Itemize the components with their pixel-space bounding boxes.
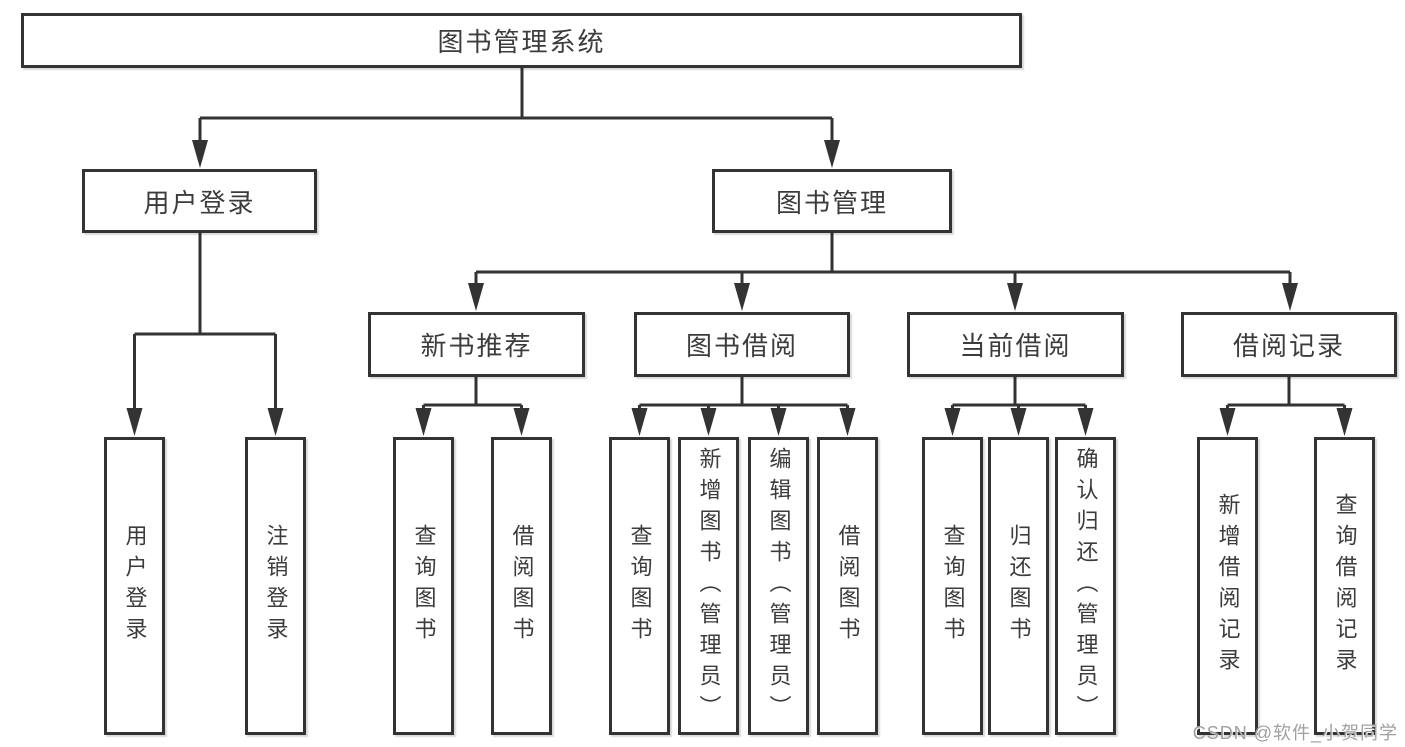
leaf-query-books-current: 查询图书 <box>922 437 983 735</box>
node-new-book-recommendation: 新书推荐 <box>368 312 585 377</box>
leaf-query-books-recommend: 查询图书 <box>393 437 454 735</box>
arrowhead-down-icon <box>944 408 961 436</box>
leaf-edit-books-admin: 编辑图书（管理员） <box>748 437 809 735</box>
leaf-user-login: 用户登录 <box>104 437 165 735</box>
node-library-management-system: 图书管理系统 <box>21 13 1022 68</box>
leaf-confirm-return-admin: 确认归还（管理员） <box>1055 437 1116 735</box>
leaf-logout: 注销登录 <box>245 437 306 735</box>
arrowhead-down-icon <box>192 140 208 168</box>
node-user-login: 用户登录 <box>82 169 317 233</box>
arrowhead-down-icon <box>1219 408 1236 436</box>
leaf-add-books-admin: 新增图书（管理员） <box>678 437 739 735</box>
arrowhead-down-icon <box>267 408 284 436</box>
arrowhead-down-icon <box>700 408 717 436</box>
arrowhead-down-icon <box>1010 408 1027 436</box>
arrowhead-down-icon <box>1282 283 1298 311</box>
node-book-management: 图书管理 <box>712 169 952 233</box>
watermark: CSDN @软件_小贺同学 <box>1192 723 1398 743</box>
leaf-borrow-books-recommend: 借阅图书 <box>491 437 552 735</box>
arrowhead-down-icon <box>468 283 484 311</box>
node-book-borrowing: 图书借阅 <box>634 312 850 377</box>
arrowhead-down-icon <box>770 408 787 436</box>
arrowhead-down-icon <box>1336 408 1353 436</box>
leaf-add-borrow-record: 新增借阅记录 <box>1197 437 1258 735</box>
arrowhead-down-icon <box>415 408 432 436</box>
arrowhead-down-icon <box>1007 283 1023 311</box>
arrowhead-down-icon <box>839 408 856 436</box>
arrowhead-down-icon <box>513 408 530 436</box>
arrowhead-down-icon <box>734 283 750 311</box>
node-current-borrowing: 当前借阅 <box>907 312 1124 377</box>
leaf-return-books: 归还图书 <box>988 437 1049 735</box>
leaf-query-borrow-record: 查询借阅记录 <box>1314 437 1375 735</box>
arrowhead-down-icon <box>631 408 648 436</box>
arrowhead-down-icon <box>824 140 840 168</box>
arrowhead-down-icon <box>126 408 143 436</box>
leaf-query-books-borrowing: 查询图书 <box>609 437 670 735</box>
leaf-borrow-books: 借阅图书 <box>817 437 878 735</box>
arrowhead-down-icon <box>1077 408 1094 436</box>
node-borrowing-records: 借阅记录 <box>1181 312 1397 377</box>
